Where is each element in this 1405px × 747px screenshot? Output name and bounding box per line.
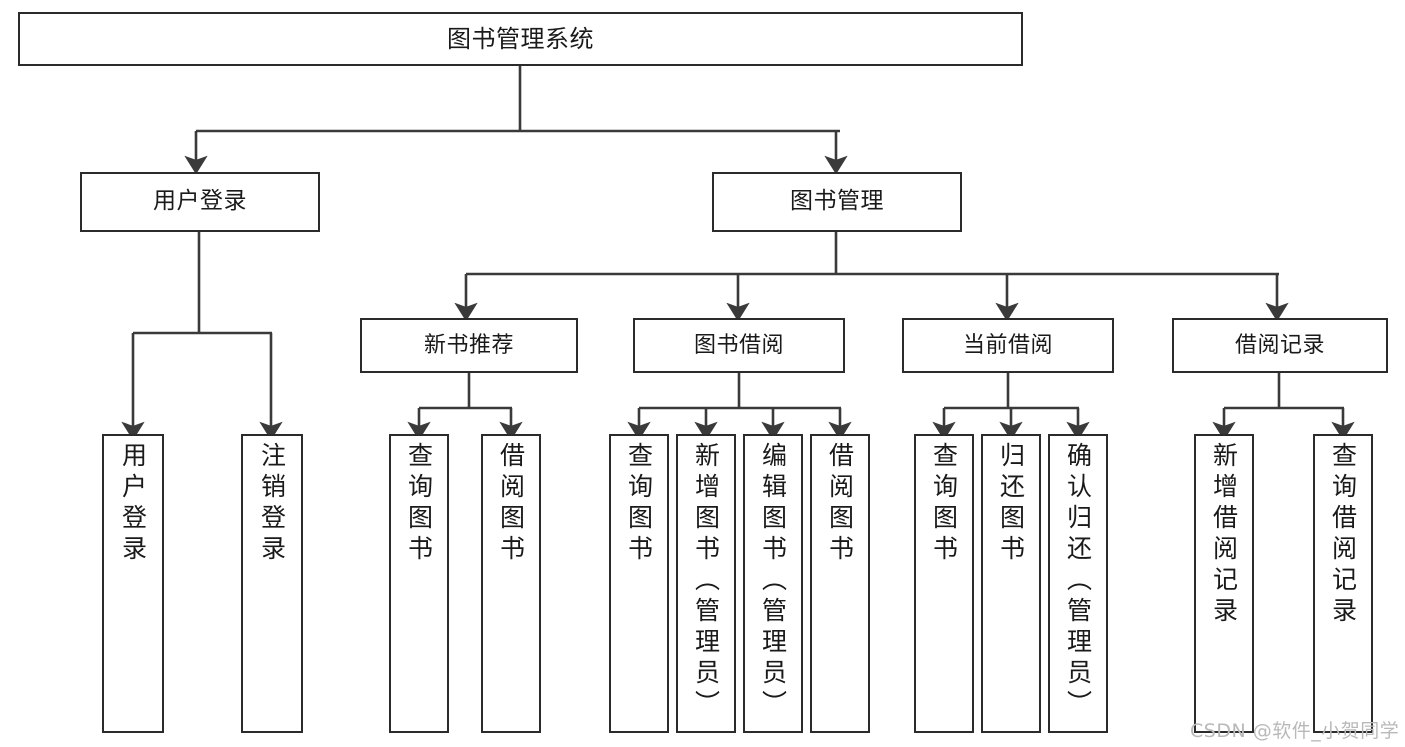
node-borrow-record[interactable]: 借阅记录 (1172, 318, 1388, 373)
leaf-add-book-admin[interactable]: 新增图书（管理员） (676, 434, 736, 733)
leaf-return-book-label: 归还图书 (996, 442, 1026, 566)
node-book-management[interactable]: 图书管理 (712, 172, 962, 232)
leaf-add-book-admin-label: 新增图书（管理员） (691, 442, 721, 721)
node-current-borrow-label: 当前借阅 (962, 332, 1053, 358)
node-user-login-label: 用户登录 (153, 188, 247, 215)
node-book-borrow[interactable]: 图书借阅 (633, 318, 845, 373)
leaf-borrow-book-2[interactable]: 借阅图书 (810, 434, 870, 733)
node-new-book-recommend[interactable]: 新书推荐 (360, 318, 578, 373)
node-new-book-recommend-label: 新书推荐 (423, 332, 514, 358)
leaf-confirm-return-admin-label: 确认归还（管理员） (1063, 442, 1093, 721)
leaf-query-book-1-label: 查询图书 (404, 442, 434, 566)
leaf-user-login[interactable]: 用户登录 (102, 434, 164, 733)
node-current-borrow[interactable]: 当前借阅 (902, 318, 1114, 373)
node-user-login[interactable]: 用户登录 (80, 172, 320, 232)
node-book-borrow-label: 图书借阅 (693, 332, 784, 358)
node-root[interactable]: 图书管理系统 (18, 12, 1023, 66)
leaf-confirm-return-admin[interactable]: 确认归还（管理员） (1048, 434, 1108, 733)
watermark: CSDN @软件_小贺同学 (1190, 720, 1400, 742)
leaf-user-login-label: 用户登录 (118, 442, 148, 566)
leaf-query-book-3[interactable]: 查询图书 (914, 434, 974, 733)
leaf-query-borrow-record[interactable]: 查询借阅记录 (1313, 434, 1373, 733)
leaf-logout-login[interactable]: 注销登录 (241, 434, 303, 733)
leaf-edit-book-admin[interactable]: 编辑图书（管理员） (743, 434, 803, 733)
leaf-query-book-2-label: 查询图书 (624, 442, 654, 566)
leaf-edit-book-admin-label: 编辑图书（管理员） (758, 442, 788, 721)
leaf-borrow-book-2-label: 借阅图书 (825, 442, 855, 566)
leaf-borrow-book-1-label: 借阅图书 (496, 442, 526, 566)
leaf-return-book[interactable]: 归还图书 (981, 434, 1041, 733)
leaf-query-book-2[interactable]: 查询图书 (609, 434, 669, 733)
leaf-query-book-3-label: 查询图书 (929, 442, 959, 566)
leaf-add-borrow-record-label: 新增借阅记录 (1209, 442, 1239, 628)
leaf-borrow-book-1[interactable]: 借阅图书 (481, 434, 541, 733)
node-book-management-label: 图书管理 (790, 188, 884, 215)
node-borrow-record-label: 借阅记录 (1234, 332, 1325, 358)
leaf-add-borrow-record[interactable]: 新增借阅记录 (1194, 434, 1254, 733)
leaf-query-borrow-record-label: 查询借阅记录 (1328, 442, 1358, 628)
leaf-query-book-1[interactable]: 查询图书 (389, 434, 449, 733)
leaf-logout-login-label: 注销登录 (257, 442, 287, 566)
node-root-label: 图书管理系统 (447, 24, 594, 53)
